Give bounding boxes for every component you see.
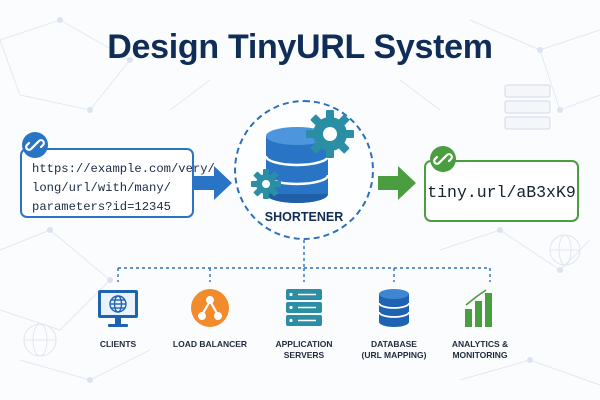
server-stack-icon bbox=[286, 289, 322, 326]
short-url-box: tiny.url/aB3xK9 bbox=[424, 160, 579, 222]
component-label: DATABASE (URL MAPPING) bbox=[361, 339, 427, 360]
component-load-balancer: LOAD BALANCER bbox=[155, 287, 265, 350]
component-label: CLIENTS bbox=[99, 339, 137, 349]
monitor-globe-icon bbox=[98, 290, 138, 327]
link-icon-green bbox=[430, 146, 456, 172]
shortener-circle bbox=[234, 100, 374, 240]
shortener-icon bbox=[251, 110, 354, 203]
component-label: APPLICATION SERVERS bbox=[275, 339, 333, 360]
long-url-box: https://example.com/very/ long/url/with/… bbox=[20, 148, 215, 218]
bar-chart-icon bbox=[465, 289, 492, 327]
component-database: DATABASE (URL MAPPING) bbox=[339, 287, 449, 361]
link-icon bbox=[22, 132, 48, 158]
database-icon bbox=[378, 289, 410, 327]
short-url-text: tiny.url/aB3xK9 bbox=[427, 183, 576, 202]
component-analytics: ANALYTICS & MONITORING bbox=[425, 287, 535, 361]
page-title: Design TinyURL System bbox=[107, 28, 493, 66]
load-balancer-icon bbox=[191, 289, 229, 327]
component-label: LOAD BALANCER bbox=[172, 339, 248, 349]
long-url-text: https://example.com/very/ long/url/with/… bbox=[32, 162, 215, 214]
shortener-label: SHORTENER bbox=[264, 210, 344, 224]
component-clients: CLIENTS bbox=[63, 287, 173, 350]
component-application-servers: APPLICATION SERVERS bbox=[249, 287, 359, 361]
component-label: ANALYTICS & MONITORING bbox=[451, 339, 509, 360]
